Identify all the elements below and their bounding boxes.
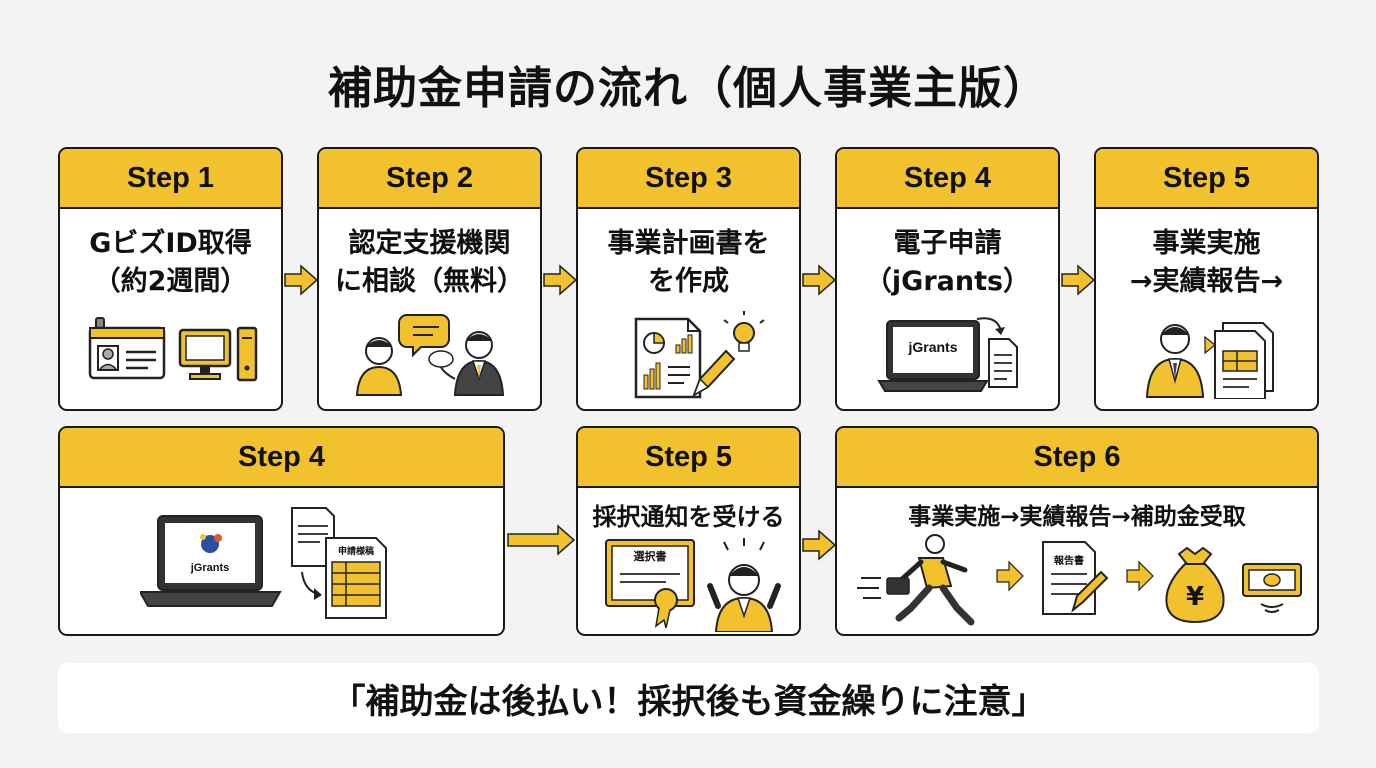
- laptop-icon: [877, 320, 989, 392]
- flow-arrow: [283, 264, 319, 300]
- document-icon: [976, 317, 1018, 388]
- consultation-people-icon: [355, 331, 505, 396]
- id-card-icon: [88, 317, 166, 380]
- certificate-label: 選択書: [633, 550, 667, 563]
- step-card-top-2: Step 2 認定支援機関 に相談（無料）: [317, 147, 542, 411]
- laptop-icon: [140, 515, 282, 607]
- step-card-bottom-5: Step 5 採択通知を受ける: [576, 426, 801, 636]
- report-documents-icon: [1204, 322, 1274, 399]
- businessperson-icon: [1145, 324, 1205, 398]
- cash-icon: [1242, 563, 1302, 613]
- yen-symbol: ¥: [1185, 582, 1205, 612]
- step-header: Step 4: [837, 149, 1058, 209]
- celebrating-person-icon: [707, 538, 781, 632]
- step-text-line: 事業実施→実績報告→補助金受取: [908, 504, 1246, 530]
- application-form-label: 申請様稿: [337, 547, 374, 557]
- step-text-line: （約2週間）: [93, 266, 248, 297]
- step-header: Step 3: [578, 149, 799, 209]
- business-plan-document-icon: [634, 317, 702, 399]
- desktop-computer-icon: [178, 326, 258, 382]
- running-businessman-icon: [857, 534, 975, 626]
- step-card-bottom-4: Step 4: [58, 426, 505, 636]
- step-header: Step 5: [578, 428, 799, 488]
- application-form-icon: [291, 507, 387, 619]
- certificate-icon: [605, 539, 695, 629]
- flow-arrow: [1060, 264, 1096, 300]
- step-text-line: （jGrants）: [864, 266, 1031, 297]
- step-text-line: 事業計画書を: [607, 228, 770, 259]
- step-text-line: GビズID取得: [89, 228, 252, 259]
- step-header: Step 5: [1096, 149, 1317, 209]
- bottom-note: 「補助金は後払い！採択後も資金繰りに注意」: [58, 663, 1319, 733]
- step-card-top-1: Step 1 GビズID取得 （約2週間）: [58, 147, 283, 411]
- flow-arrow: [506, 524, 576, 560]
- flow-arrow: [801, 529, 837, 565]
- step-text-line: 事業実施: [1152, 228, 1261, 259]
- step-text-line: 電子申請: [893, 228, 1002, 259]
- step-text-line: 認定支援機関: [348, 228, 511, 259]
- step-text-line: を作成: [648, 266, 729, 297]
- step-text-line: →実績報告→: [1129, 266, 1284, 297]
- step-header: Step 4: [60, 428, 503, 488]
- speech-bubble-icon: [398, 314, 454, 368]
- step-card-bottom-6: Step 6 事業実施→実績報告→補助金受取: [835, 426, 1319, 636]
- flow-arrow: [801, 264, 837, 300]
- pen-icon: [692, 349, 736, 398]
- report-label: 報告書: [1054, 556, 1084, 567]
- step-card-top-5: Step 5 事業実施 →実績報告→: [1094, 147, 1319, 411]
- step-card-top-3: Step 3 事業計画書を を作成: [576, 147, 801, 411]
- step-text-line: 採択通知を受ける: [592, 503, 785, 531]
- report-icon: [1042, 541, 1109, 615]
- jgrants-screen-label: jGrants: [908, 339, 958, 355]
- step-header: Step 1: [60, 149, 281, 209]
- lightbulb-icon: [723, 311, 765, 352]
- step-card-top-4: Step 4 電子申請 （jGrants） jGrants: [835, 147, 1060, 411]
- page-title: 補助金申請の流れ（個人事業主版）: [328, 63, 1048, 114]
- yen-money-bag-icon: [1165, 546, 1225, 624]
- flow-arrow: [542, 264, 578, 300]
- jgrants-screen-label: jGrants: [190, 562, 230, 574]
- step-header: Step 6: [837, 428, 1317, 488]
- step-text-line: に相談（無料）: [335, 266, 524, 297]
- step-header: Step 2: [319, 149, 540, 209]
